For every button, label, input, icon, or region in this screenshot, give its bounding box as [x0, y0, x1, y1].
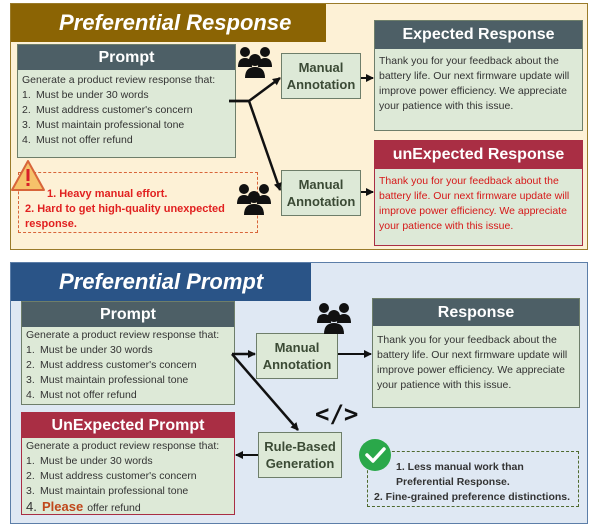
list-item: 2.Must address customer's concern	[26, 470, 197, 482]
people-icon	[238, 47, 272, 78]
warning-icon	[11, 160, 45, 191]
list-item: 4. Please offer refund	[26, 499, 141, 514]
warning-line: 2. Hard to get high-quality unexpected r…	[25, 203, 225, 230]
people-icon	[237, 184, 271, 215]
flow-arrows-top	[229, 74, 374, 196]
unexpected-response-text: Thank you for your feedback about the ba…	[379, 175, 570, 232]
check-icon	[359, 439, 391, 471]
list-item: 1.Must be under 30 words	[22, 89, 149, 101]
prompt-header: Prompt	[18, 45, 235, 70]
advantage-line: 2. Fine-grained preference distinctions.	[374, 491, 571, 503]
prompt-intro: Generate a product review response that:	[26, 440, 220, 452]
list-item: 1.Must be under 30 words	[26, 344, 153, 356]
warning-line: 1. Heavy manual effort.	[47, 188, 168, 200]
expected-response-text: Thank you for your feedback about the ba…	[379, 55, 570, 112]
list-item: 2.Must address customer's concern	[26, 359, 197, 371]
unexpected-prompt-body: Generate a product review response that:…	[22, 438, 234, 516]
unexpected-response-header: unExpected Response	[375, 141, 582, 169]
list-item: 3.Must maintain professional tone	[26, 374, 189, 386]
advantages-note: 1. Less manual work than Preferential Re…	[367, 451, 579, 507]
prompt-body: Generate a product review response that:…	[22, 327, 234, 403]
list-item: 4.Must not offer refund	[22, 134, 133, 146]
unexpected-response-box: unExpected Response Thank you for your f…	[374, 140, 583, 246]
expected-response-box: Expected Response Thank you for your fee…	[374, 20, 583, 131]
code-icon: </>	[315, 400, 359, 428]
panel-title: Preferential Prompt	[11, 263, 311, 301]
warning-note: 1. Heavy manual effort. 2. Hard to get h…	[18, 172, 258, 233]
panel-title: Preferential Response	[11, 4, 326, 42]
unexpected-prompt-box: UnExpected Prompt Generate a product rev…	[21, 412, 235, 515]
list-item: 3.Must maintain professional tone	[26, 485, 189, 497]
unexpected-prompt-header: UnExpected Prompt	[22, 413, 234, 438]
highlight-word: Please	[42, 499, 84, 514]
expected-response-header: Expected Response	[375, 21, 582, 49]
prompt-intro: Generate a product review response that:	[22, 74, 216, 86]
prompt-box: Prompt Generate a product review respons…	[21, 301, 235, 405]
response-text: Thank you for your feedback about the ba…	[377, 334, 568, 391]
prompt-body: Generate a product review response that:…	[18, 70, 235, 148]
people-icon	[317, 303, 351, 334]
prompt-header: Prompt	[22, 302, 234, 327]
list-item: 2.Must address customer's concern	[22, 104, 193, 116]
advantage-line: 1. Less manual work than Preferential Re…	[396, 461, 524, 488]
response-box: Response Thank you for your feedback abo…	[372, 298, 580, 408]
prompt-box: Prompt Generate a product review respons…	[17, 44, 236, 158]
response-header: Response	[373, 299, 579, 326]
prompt-intro: Generate a product review response that:	[26, 329, 220, 341]
flow-arrows-bottom	[231, 350, 372, 459]
list-item: 1.Must be under 30 words	[26, 455, 153, 467]
list-item: 4.Must not offer refund	[26, 389, 137, 401]
list-item: 3.Must maintain professional tone	[22, 119, 185, 131]
